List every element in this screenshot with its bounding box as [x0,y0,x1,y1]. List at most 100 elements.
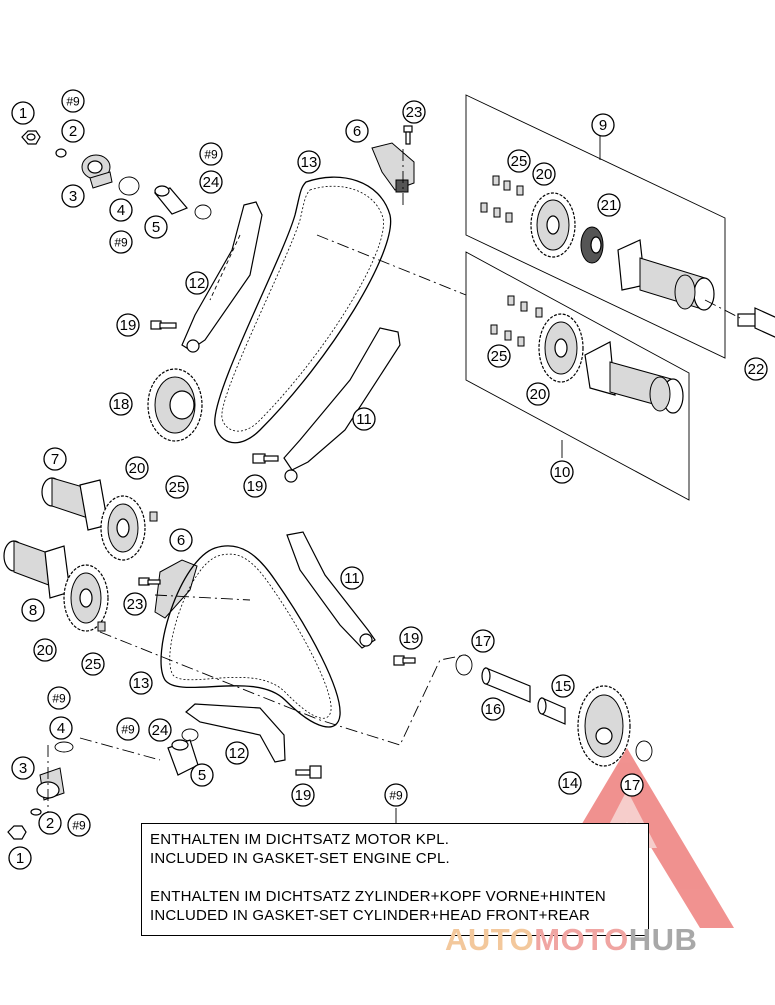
callout-label: #9 [52,692,66,706]
camshaft-lower-rear [584,341,684,414]
callout-c9-b: #9 [109,230,133,254]
chain-guide-11-top [283,327,401,483]
callout-c5-bot: 5 [190,763,214,787]
callout-label: 6 [177,532,185,549]
callout-label: 17 [624,777,641,794]
callout-label: 19 [247,478,264,495]
callout-label: 25 [85,656,102,673]
callout-label: 19 [295,787,312,804]
callout-label: 20 [536,166,553,183]
callout-c25-b: 25 [487,344,511,368]
oring-24-top [194,204,212,220]
callout-c20-c: 20 [125,456,149,480]
callout-c19-a: 19 [116,313,140,337]
callout-c24-bot: 24 [148,718,172,742]
camshaft-gear-20-c [100,495,146,561]
bushing-15 [537,697,566,725]
note-line-4: INCLUDED IN GASKET-SET CYLINDER+HEAD FRO… [150,907,591,924]
dash-line-mid1 [154,594,251,601]
chain-guide-12-bot [185,703,286,763]
camshaft-7 [41,477,109,531]
note-line-2: INCLUDED IN GASKET-SET ENGINE CPL. [150,850,450,867]
callout-label: 6 [353,123,361,140]
callout-c9-box: 9 [591,113,615,137]
callout-label: 1 [16,850,24,867]
oring-24-bot [181,728,199,742]
dash-line-mid2 [99,631,467,746]
callout-label: 4 [57,720,65,737]
callout-c17-b: 17 [620,773,644,797]
callout-c17-a: 17 [471,629,495,653]
callout-label: 1 [19,105,27,122]
watermark-text: AUTOMOTOHUB [445,922,697,958]
callout-c23-mid: 23 [123,592,147,616]
callout-label: 12 [229,745,246,762]
callout-c24-top: 24 [199,170,223,194]
callout-c10: 10 [550,460,574,484]
washer-17-b [635,740,653,762]
tensioner-piston-5-bot [167,739,199,776]
callout-c25-d: 25 [81,652,105,676]
callout-label: 4 [117,202,125,219]
callout-c11-mid: 11 [340,566,364,590]
callout-label: #9 [72,819,86,833]
callout-c5-top: 5 [144,215,168,239]
callout-c11-top: 11 [352,407,376,431]
callout-label: 5 [198,767,206,784]
callout-c1-bot: 1 [8,846,32,870]
chain-guide-11-mid [286,531,376,649]
camshaft-gear-20-d [63,564,109,632]
bolt-19-b [252,453,279,464]
callout-c20-d: 20 [33,638,57,662]
bolt-25-c [149,511,158,522]
callout-c16: 16 [481,697,505,721]
bolts-25-lower [490,295,543,347]
gasket-set-note: ENTHALTEN IM DICHTSATZ MOTOR KPL. INCLUD… [141,823,649,936]
callout-label: 9 [599,117,607,134]
callout-label: 3 [69,188,77,205]
callout-label: 2 [69,123,77,140]
callout-c18: 18 [109,392,133,416]
callout-label: 8 [29,602,37,619]
timing-chain-13-top [214,176,392,444]
bolt-19-d [295,765,322,779]
bolt-23-top [403,125,413,145]
nut-1-bot [7,825,27,840]
oring-4-bot [54,741,74,753]
callout-label: 19 [403,630,420,647]
callout-label: 10 [554,464,571,481]
callout-c4-top: 4 [109,198,133,222]
callout-c4-bot: 4 [49,716,73,740]
callout-c2-bot: 2 [38,811,62,835]
callout-c20-a: 20 [532,162,556,186]
callout-c13-top: 13 [297,150,321,174]
washer-17-a [455,654,473,676]
callout-c2-top: 2 [61,119,85,143]
callout-label: 12 [189,275,206,292]
tensioner-plug-3-bot [36,767,65,801]
callout-label: 24 [203,174,220,191]
callout-c8: 8 [21,598,45,622]
callout-label: 21 [601,197,618,214]
callout-c3-top: 3 [61,184,85,208]
callout-label: #9 [389,789,403,803]
camshaft-gear-upper-rear [530,192,576,258]
bolt-19-c [393,655,416,666]
camshaft-box-10 [465,251,690,501]
callout-label: 7 [51,451,59,468]
callout-label: 22 [748,361,765,378]
callout-c15: 15 [551,674,575,698]
callout-c3-bot: 3 [11,756,35,780]
callout-label: 20 [129,460,146,477]
callout-label: #9 [121,723,135,737]
chain-tensioner-6-mid [154,559,198,619]
camshaft-gear-lower-rear [538,313,584,383]
watermark-part-2: MOTO [534,922,629,957]
watermark-part-1: AUTO [445,922,535,957]
callout-label: #9 [204,148,218,162]
callout-label: 25 [511,153,528,170]
callout-label: 11 [356,411,372,428]
callout-c9-e: #9 [116,717,140,741]
chain-guide-12-top [181,201,263,353]
callout-label: 23 [127,596,144,613]
